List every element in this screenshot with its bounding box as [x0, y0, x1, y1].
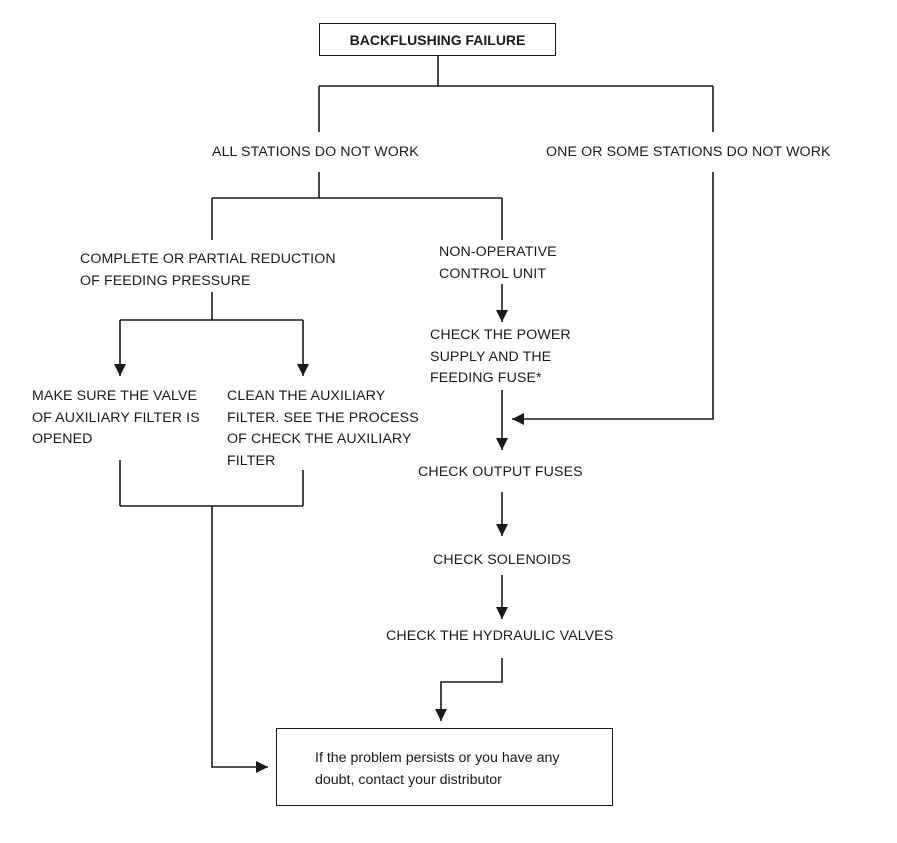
diagram-title: BACKFLUSHING FAILURE: [349, 31, 526, 48]
node-valve-line-2: OF AUXILIARY FILTER IS: [32, 409, 200, 426]
node-control-line-2: CONTROL UNIT: [439, 265, 547, 282]
node-solenoids: CHECK SOLENOIDS: [433, 552, 571, 568]
node-hydraulic-valves: CHECK THE HYDRAULIC VALVES: [386, 628, 614, 644]
node-all-stations: ALL STATIONS DO NOT WORK: [212, 144, 419, 160]
node-valve-opened: MAKE SURE THE VALVE OF AUXILIARY FILTER …: [32, 386, 200, 451]
node-valve-line-1: MAKE SURE THE VALVE: [32, 388, 198, 404]
node-power-supply: CHECK THE POWER SUPPLY AND THE FEEDING F…: [430, 325, 571, 390]
node-clean-line-1: CLEAN THE AUXILIARY: [227, 388, 386, 404]
final-message-box: If the problem persists or you have any …: [276, 728, 613, 806]
node-some-stations: ONE OR SOME STATIONS DO NOT WORK: [546, 144, 831, 160]
node-clean-line-3: OF CHECK THE AUXILIARY: [227, 431, 412, 447]
node-clean-line-2: FILTER. SEE THE PROCESS: [227, 409, 419, 426]
node-power-line-3: FEEDING FUSE*: [430, 370, 542, 386]
final-message: If the problem persists or you have any …: [315, 748, 559, 791]
node-clean-line-4: FILTER: [227, 452, 276, 469]
arrow-left-to-end: [211, 506, 268, 773]
node-power-line-2: SUPPLY AND THE: [430, 348, 552, 365]
node-valve-line-3: OPENED: [32, 431, 93, 447]
final-message-line-1: If the problem persists or you have any: [315, 750, 560, 766]
node-control-unit: NON-OPERATIVE CONTROL UNIT: [439, 242, 557, 285]
node-pressure-line-2: OF FEEDING PRESSURE: [80, 272, 251, 289]
node-pressure-reduction: COMPLETE OR PARTIAL REDUCTION OF FEEDING…: [80, 249, 336, 292]
node-pressure-line-1: COMPLETE OR PARTIAL REDUCTION: [80, 251, 336, 267]
final-message-line-2: doubt, contact your distributor: [315, 771, 502, 788]
node-power-line-1: CHECK THE POWER: [430, 327, 571, 343]
arrow-hydraulic-to-end: [435, 658, 503, 721]
title-box: BACKFLUSHING FAILURE: [319, 23, 556, 56]
node-output-fuses: CHECK OUTPUT FUSES: [418, 464, 583, 480]
node-control-line-1: NON-OPERATIVE: [439, 244, 557, 260]
node-clean-filter: CLEAN THE AUXILIARY FILTER. SEE THE PROC…: [227, 386, 419, 472]
arrow-some-stations-merge: [512, 172, 714, 425]
